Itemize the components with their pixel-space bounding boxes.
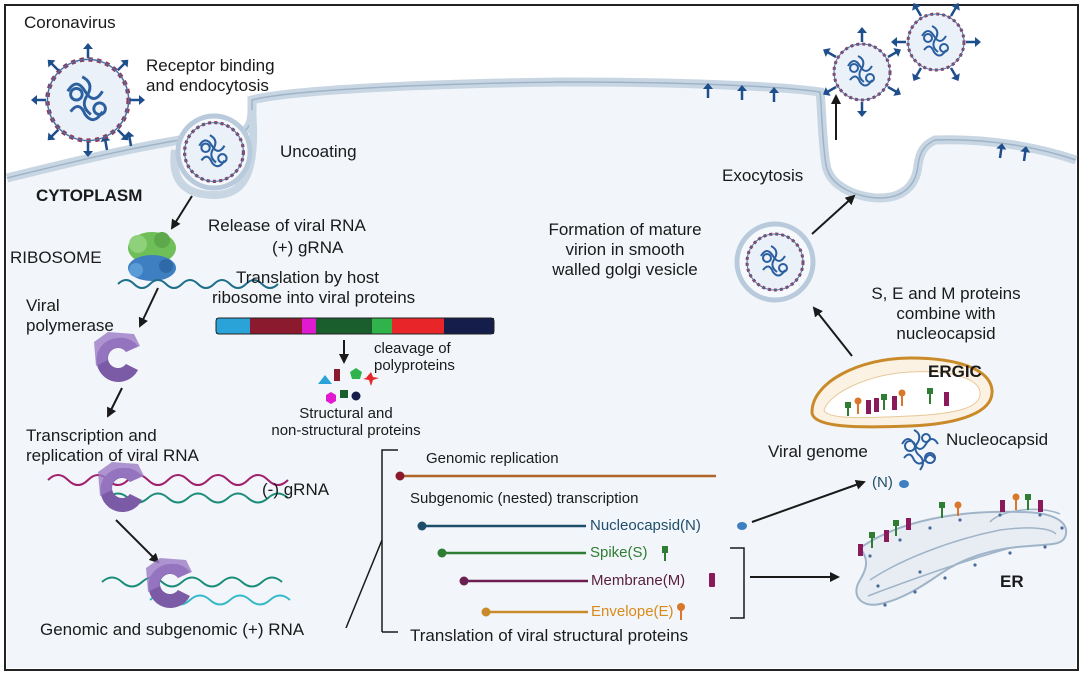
label-cytoplasm: CYTOPLASM: [36, 186, 143, 205]
label-n-protein: (N): [872, 474, 893, 491]
label-genomic-replication: Genomic replication: [426, 450, 559, 467]
genomic-rna-strand-1: [101, 576, 283, 588]
polyprotein-segment: [250, 318, 302, 334]
label-ribosome: RIBOSOME: [10, 248, 102, 267]
polyprotein-segment: [302, 318, 316, 334]
label-translation-line2: ribosome into viral proteins: [212, 288, 416, 307]
uncoating-virion: [175, 113, 253, 191]
label-sem-line3: nucleocapsid: [896, 324, 996, 343]
label-formation-line3: walled golgi vesicle: [552, 260, 698, 279]
label-uncoating: Uncoating: [280, 142, 357, 161]
label-spike-s: Spike(S): [590, 544, 648, 561]
label-viral-genome: Viral genome: [768, 442, 868, 461]
label-sem-line1: S, E and M proteins: [871, 284, 1021, 303]
polyprotein-outline: [215, 317, 495, 335]
membrane-rna: [459, 573, 715, 587]
polyprotein-segment: [392, 318, 444, 334]
label-cleavage-line1: cleavage of: [374, 340, 451, 357]
arrow-to-genomic: [115, 519, 160, 564]
label-er: ER: [1000, 572, 1024, 591]
label-structural-line1: Structural and: [299, 405, 393, 422]
label-exocytosis: Exocytosis: [722, 166, 804, 185]
label-genomic-subgenomic-rna: Genomic and subgenomic (+) RNA: [40, 620, 305, 639]
label-transcription-line2: replication of viral RNA: [26, 446, 199, 465]
label-receptor-binding-line2: and endocytosis: [146, 76, 269, 95]
arrow-cytoplasm-to-ribosome: [170, 195, 193, 230]
label-envelope-e: Envelope(E): [591, 603, 674, 620]
label-subgenomic-transcription: Subgenomic (nested) transcription: [410, 490, 639, 507]
label-structural-line2: non-structural proteins: [271, 422, 421, 439]
label-nucleocapsid-n: Nucleocapsid(N): [590, 517, 701, 534]
label-viral-polymerase-line1: Viral: [26, 296, 60, 315]
endoplasmic-reticulum: [855, 493, 1068, 607]
polyprotein-segment: [216, 318, 250, 334]
spike-rna: [437, 546, 668, 561]
label-cleavage-line2: polyproteins: [374, 357, 455, 374]
genomic-replication-rna: [395, 471, 716, 481]
arrow-polymerase-to-transcription: [107, 387, 123, 418]
label-formation-line1: Formation of mature: [548, 220, 702, 239]
coronavirus-particle: [29, 41, 147, 159]
label-ergic: ERGIC: [928, 362, 982, 381]
n-protein-dot: [899, 480, 909, 488]
label-sem-line2: combine with: [896, 304, 996, 323]
cleaved-protein-fragments: [318, 368, 379, 404]
connector-bracket: [345, 449, 398, 629]
minus-grna-strand: [47, 474, 289, 486]
label-membrane-m: Membrane(M): [591, 572, 686, 589]
golgi-vesicle-virion: [734, 221, 816, 303]
nucleocapsid-cluster: [901, 429, 939, 471]
label-plus-grna: (+) gRNA: [272, 238, 344, 257]
envelope-rna: [481, 603, 685, 620]
label-formation-line2: virion in smooth: [565, 240, 685, 259]
arrow-ribosome-to-polymerase: [138, 287, 159, 328]
polyprotein-segment: [372, 318, 392, 334]
arrow-golgi-to-exocytosis: [811, 194, 856, 235]
polyprotein-segment: [316, 318, 372, 334]
label-coronavirus: Coronavirus: [24, 13, 116, 32]
label-minus-grna: (-) gRNA: [262, 480, 330, 499]
plus-grna-strand: [117, 279, 279, 289]
label-receptor-binding-line1: Receptor binding: [146, 56, 275, 75]
label-translation-structural: Translation of viral structural proteins: [410, 626, 689, 645]
label-translation-line1: Translation by host: [236, 268, 379, 287]
label-transcription-line1: Transcription and: [26, 426, 157, 445]
structural-proteins-bracket: [730, 547, 745, 619]
cytoplasm-region: [7, 82, 1076, 668]
arrow-ergic-to-golgi: [812, 306, 853, 357]
arrow-nucleocapsid-to-n: [751, 479, 866, 523]
ribosome: [128, 232, 176, 281]
ergic-organelle: [810, 356, 994, 429]
label-viral-polymerase-line2: polymerase: [26, 316, 114, 335]
label-release-viral-rna: Release of viral RNA: [208, 216, 366, 235]
nucleocapsid-rna: [417, 521, 747, 531]
polyprotein-segment: [444, 318, 494, 334]
polyprotein-bar: [215, 317, 495, 335]
label-nucleocapsid: Nucleocapsid: [946, 430, 1049, 449]
